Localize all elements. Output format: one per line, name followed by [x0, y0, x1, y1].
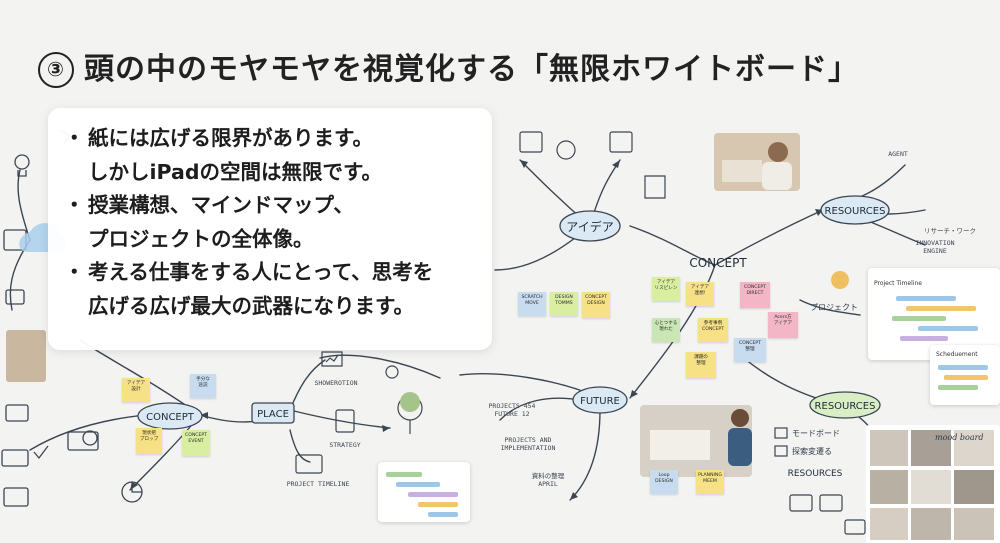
timeline-title: Project Timeline: [874, 280, 922, 287]
annotation: AGENT: [888, 150, 908, 158]
board-labels: プロジェクト モードボード 探索変遷る mood board: [792, 303, 984, 456]
node-concept-left[interactable]: CONCEPT: [137, 402, 203, 430]
sketch-icons: [295, 131, 866, 535]
bullet-item: 考える仕事をする人にとって、思考を 広げる広げ最大の武器になります。: [62, 256, 492, 323]
bullet-item: 授業構想、マインドマップ、 プロジェクトの全体像。: [62, 189, 492, 256]
sticky-note[interactable]: アイデア 連想!: [686, 282, 714, 306]
node-concept-center[interactable]: CONCEPT: [689, 256, 747, 270]
search-item-label: 探索変遷る: [792, 446, 832, 456]
node-resources-mid[interactable]: RESOURCES: [809, 391, 881, 419]
sticky-note[interactable]: DESIGN TOMMS: [550, 292, 578, 316]
timeline-card[interactable]: Project Timeline: [868, 268, 1000, 360]
sticky-note[interactable]: 参考事例 CONCEPT: [698, 318, 728, 342]
project-label: プロジェクト: [810, 303, 858, 312]
annotation: リサーチ・ワーク: [924, 227, 976, 235]
mood-caption: mood board: [935, 433, 984, 442]
node-idea[interactable]: アイデア: [559, 210, 621, 242]
node-future[interactable]: FUTURE: [572, 386, 628, 414]
mindmap-nodes: アイデア CONCEPT RESOURCES FUTURE PLACE CONC…: [137, 195, 890, 479]
sticky-note[interactable]: 課題の 整理: [686, 352, 716, 378]
gantt-card[interactable]: [378, 462, 470, 522]
sticky-note[interactable]: Acers方 アイデア: [768, 312, 798, 338]
bullet-list: 紙には広げる限界があります。 しかしiPadの空間は無限です。 授業構想、マイン…: [48, 108, 492, 323]
annotations: SHOWEROTION STRATEGY PROJECT TIMELINE PR…: [287, 150, 976, 488]
node-concept-left-label: CONCEPT: [146, 412, 195, 423]
sticky-note[interactable]: アイデア 設計: [122, 378, 150, 402]
node-place-label: PLACE: [257, 409, 289, 420]
node-resources-mid-label: RESOURCES: [815, 401, 876, 412]
mood-board-grid: [866, 425, 1000, 543]
bullet-item: 紙には広げる限界があります。 しかしiPadの空間は無限です。: [62, 122, 492, 189]
schedule-title: Scheduement: [936, 351, 978, 358]
tree-sketch: [400, 392, 420, 412]
page-title: ③ 頭の中のモヤモヤを視覚化する「無限ホワイトボード」: [38, 44, 859, 88]
node-resources-bottom[interactable]: RESOURCES: [788, 469, 843, 479]
node-resources-bottom-label: RESOURCES: [788, 469, 843, 479]
node-resources-top-label: RESOURCES: [825, 206, 886, 217]
annotation: PROJECT TIMELINE: [287, 480, 350, 488]
title-text: 頭の中のモヤモヤを視覚化する「無限ホワイトボード」: [84, 52, 859, 87]
annotation: SHOWEROTION: [314, 379, 357, 387]
sticky-note[interactable]: SCRATCH MOVE: [518, 292, 546, 316]
sticky-note[interactable]: CONCEPT DESIGN: [582, 292, 610, 318]
sticky-note[interactable]: CONCEPT DIRECT: [740, 282, 770, 308]
title-number-badge: ③: [38, 52, 74, 88]
sticky-note[interactable]: 手分な 途説: [190, 374, 216, 398]
node-resources-top[interactable]: RESOURCES: [820, 195, 890, 225]
sticky-note[interactable]: 現状把 プロップ: [136, 428, 162, 454]
sticky-note[interactable]: CONCEPT 整理: [734, 338, 766, 362]
node-idea-label: アイデア: [566, 219, 613, 234]
node-place[interactable]: PLACE: [251, 402, 295, 424]
sticky-note[interactable]: PLANNING MEEM: [696, 470, 724, 494]
annotation: STRATEGY: [329, 441, 360, 449]
node-concept-center-label: CONCEPT: [689, 256, 747, 270]
bullet-panel: 紙には広げる限界があります。 しかしiPadの空間は無限です。 授業構想、マイン…: [48, 108, 492, 350]
mood-board-label: モードボード: [792, 429, 840, 438]
sticky-note[interactable]: Loop DESIGN: [650, 470, 678, 494]
schedule-card[interactable]: Scheduement: [930, 345, 1000, 405]
node-future-label: FUTURE: [580, 396, 620, 407]
photo-cards: [6, 133, 800, 477]
sticky-note[interactable]: 心とつする 現れた: [652, 318, 680, 342]
sticky-note[interactable]: CONCEPT EVENT: [182, 430, 210, 456]
sticky-note[interactable]: アイデア リスピレン: [652, 277, 680, 301]
